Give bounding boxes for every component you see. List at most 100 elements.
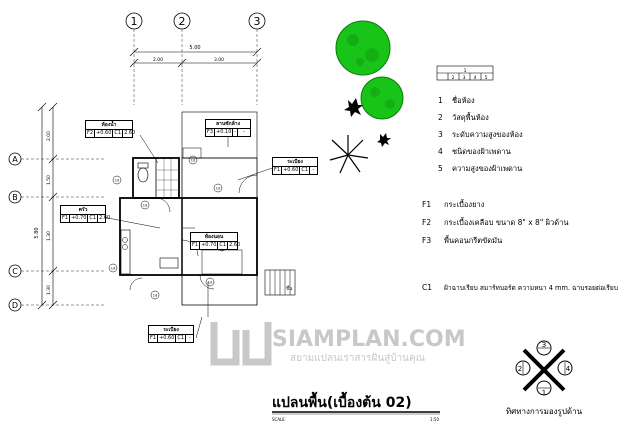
dim-h1: 2.00 [46,131,52,141]
door-tag-label: 1d [191,159,195,163]
room-ceiling-height: - [312,167,315,173]
room-tag-porch-top: ระเบียง F1 +0.60 C1 - [272,157,318,175]
room-floor-code: F2 [87,130,96,137]
stair-label: ขึ้น [286,285,292,292]
room-level: +0.60 [283,167,301,174]
room-name-bathroom: ห้องน้ำ [85,120,133,129]
room-ceiling-height: 2.60 [99,215,111,221]
tag-legend-table [436,65,494,81]
room-name-laundry: ลานซักล้าง [205,119,251,128]
room-name-porch-top: ระเบียง [272,157,318,166]
door-tag-label: 1d [143,204,147,208]
dim-w1: 2.00 [153,57,163,63]
watermark-brand: SIAMPLAN.COM [272,327,466,352]
room-ceiling-code: C1 [301,167,311,174]
ceiling-code: C1 [422,283,433,292]
dim-total-height: 5.80 [34,227,40,238]
room-tag-bedroom: ห้องนอน F1 +0.70 C1 2.60 [190,232,241,250]
room-level: +0.70 [201,242,219,249]
scale-label: SCALE [272,417,285,422]
room-floor-code: F1 [192,242,201,249]
grid-bubbles-left: A B C D [8,152,105,312]
grid-label-c: C [12,267,18,276]
grid-label-1: 1 [131,15,138,28]
compass-left: 2 [518,365,522,373]
grid-label-2: 2 [179,15,186,28]
room-ceiling-code: C1 [89,215,99,222]
grid-label-d: D [12,301,18,310]
dim-h3: 1.30 [46,231,52,241]
dim-h4: 1.30 [46,285,52,295]
door-tag-label: 1d [208,281,212,285]
room-floor-code: F1 [274,167,283,174]
compass-right: 4 [566,365,571,373]
room-floor-code: F1 [150,335,159,342]
room-ceiling-code: C1 [177,335,187,342]
room-tag-porch-bottom: ระเบียง F1 +0.60 C1 - [148,325,194,343]
room-level: +0.70 [71,215,89,222]
room-tag-bathroom: ห้องน้ำ F2 +0.60 C1 2.60 [85,120,136,138]
grid-label-3: 3 [254,15,261,28]
room-ceiling-code: - [234,129,239,136]
compass-caption: ทิศทางการมองรูปด้าน [506,407,583,417]
ceiling-legend: C1 ฝ้าฉาบเรียบ สมาร์ทบอร์ด ความหนา 4 mm. … [422,283,618,293]
tag-leaders [91,134,273,339]
dim-total-width: 5.00 [189,45,200,51]
room-level: +0.60 [96,130,114,137]
palm-icon [329,135,369,174]
room-floor-code: F1 [62,215,71,222]
room-ceiling-code: C1 [114,130,124,137]
room-name-porch-bottom: ระเบียง [148,325,194,334]
door-tag-label: 1d [111,267,115,271]
door-tag-label: 1d [216,187,220,191]
dim-w2: 3.00 [214,57,224,63]
tag-table-top: 1 [464,68,467,74]
tag-table-cell: 3 [463,75,466,81]
room-ceiling-code: C1 [219,242,229,249]
room-tag-kitchen: ครัว F1 +0.70 C1 2.60 [60,205,110,223]
compass-bottom: 1 [542,389,546,397]
building-walls [119,111,296,306]
shrub-icon [344,98,363,117]
tag-table-cell: 5 [485,75,488,81]
plan-title: แปลนพื้น(เบื้องต้น 02) [272,391,412,411]
left-dimensions: 5.80 2.00 1.50 1.30 1.30 [34,102,58,310]
room-ceiling-height: - [188,335,191,341]
room-name-kitchen: ครัว [60,205,106,214]
tag-table-cell: 2 [452,75,455,81]
room-level: +0.10 [216,129,234,136]
room-name-bedroom: ห้องนอน [190,232,238,241]
tree-small-icon [360,76,404,120]
grid-label-b: B [12,193,18,202]
siamplan-watermark: SIAMPLAN.COM สยามแปลนเราสารฝันสู่บ้านคุณ [210,322,466,366]
view-direction-compass-icon [515,340,573,396]
room-level: +0.60 [159,335,177,342]
door-tag-label: 1d [115,179,119,183]
door-tag-label: 1d [153,294,157,298]
compass-top: 3 [542,341,546,349]
room-ceiling-height: 2.60 [229,242,241,248]
top-dimensions: 5.00 2.00 3.00 [129,45,262,68]
tag-table-cell: 4 [474,75,477,81]
grid-bubbles-top: 1 2 3 [125,12,266,105]
watermark-tagline: สยามแปลนเราสารฝันสู่บ้านคุณ [290,352,425,364]
room-ceiling-height: 2.60 [124,130,136,136]
shrub-small-icon [377,133,391,147]
dim-h2: 1.50 [46,175,52,185]
tree-large-icon [335,20,391,76]
scale-value: 1:50 [430,417,439,422]
room-floor-code: F3 [207,129,216,136]
grid-label-a: A [12,155,18,164]
room-tag-laundry: ลานซักล้าง F3 +0.10 - - [205,119,251,137]
ceiling-text: ฝ้าฉาบเรียบ สมาร์ทบอร์ด ความหนา 4 mm. ฉา… [444,284,618,292]
